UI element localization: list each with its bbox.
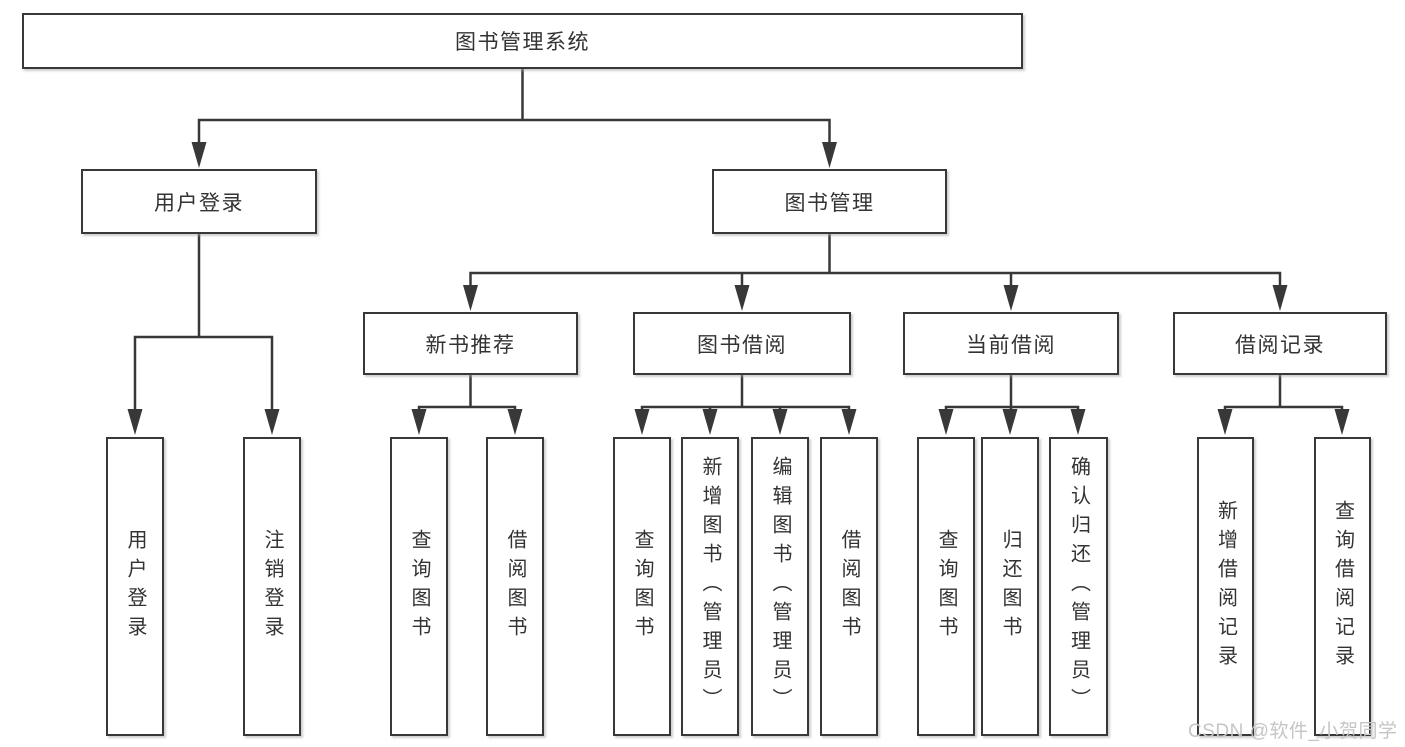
node-library-management-system: 图书管理系统 bbox=[22, 13, 1023, 69]
node-new-book-recommendation: 新书推荐 bbox=[363, 312, 578, 375]
node-query-books: 查询图书 bbox=[917, 437, 975, 736]
node-book-borrowing: 图书借阅 bbox=[633, 312, 851, 375]
node-borrowing-records: 借阅记录 bbox=[1173, 312, 1387, 375]
node-add-book-admin: 新增图书（管理员） bbox=[681, 437, 739, 736]
node-query-borrow-record: 查询借阅记录 bbox=[1314, 437, 1371, 736]
node-return-book: 归还图书 bbox=[981, 437, 1039, 736]
node-add-borrow-record: 新增借阅记录 bbox=[1197, 437, 1254, 736]
node-logout: 注销登录 bbox=[243, 437, 301, 736]
watermark-text: CSDN @软件_小贺同学 bbox=[1188, 721, 1398, 742]
node-book-management: 图书管理 bbox=[712, 169, 947, 234]
arrowheads bbox=[127, 142, 1350, 435]
node-query-books: 查询图书 bbox=[613, 437, 671, 736]
node-user-login: 用户登录 bbox=[81, 169, 317, 234]
node-user-login-leaf: 用户登录 bbox=[106, 437, 164, 736]
node-edit-book-admin: 编辑图书（管理员） bbox=[751, 437, 809, 736]
node-query-books: 查询图书 bbox=[390, 437, 448, 736]
node-borrow-books: 借阅图书 bbox=[486, 437, 544, 736]
node-current-borrowing: 当前借阅 bbox=[903, 312, 1119, 375]
node-confirm-return-admin: 确认归还（管理员） bbox=[1049, 437, 1108, 736]
node-borrow-books: 借阅图书 bbox=[820, 437, 878, 736]
